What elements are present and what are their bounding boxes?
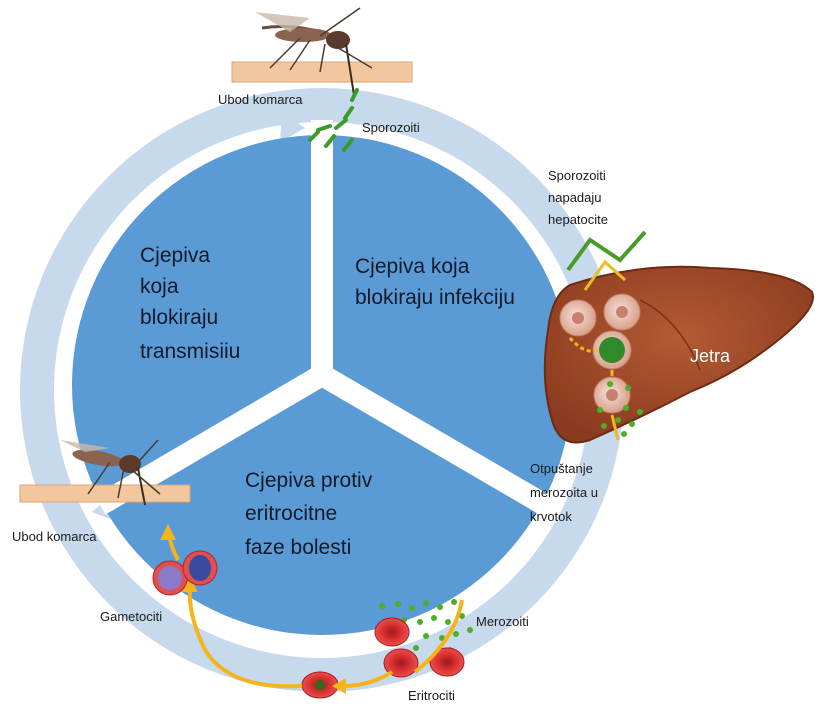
- sector-erythrocytic-line-3: faze bolesti: [245, 536, 351, 559]
- invade-line-1: Sporozoiti: [548, 168, 606, 183]
- erythrocytes-label: Eritrociti: [408, 688, 455, 703]
- sector-infection-line-1: Cjepiva koja: [355, 255, 470, 278]
- invade-label: Sporozoiti napadaju hepatocite: [548, 168, 609, 227]
- sector-transmission-line-3: blokiraju: [140, 306, 218, 329]
- bite-top-label: Ubod komarca: [218, 92, 303, 107]
- mosquito-icon: [232, 8, 412, 95]
- bite-bottom-label: Ubod komarca: [12, 529, 97, 544]
- sector-transmission-line-4: transmisiiu: [140, 340, 240, 363]
- merozoites-label: Merozoiti: [476, 614, 529, 629]
- sector-erythrocytic-line-1: Cjepiva protiv: [245, 469, 373, 492]
- sector-erythrocytic-line-2: eritrocitne: [245, 502, 337, 525]
- invade-line-2: napadaju: [548, 190, 602, 205]
- sector-transmission-line-1: Cjepiva: [140, 244, 210, 267]
- release-line-2: merozoita u: [530, 485, 598, 500]
- release-line-3: krvotok: [530, 509, 572, 524]
- gametocytes-label: Gametociti: [100, 609, 162, 624]
- release-line-1: Otpuštanje: [530, 461, 593, 476]
- skin-strip-bottom: [20, 485, 190, 502]
- sector-infection-line-2: blokiraju infekciju: [355, 286, 515, 309]
- liver-label: Jetra: [690, 346, 731, 366]
- invade-line-3: hepatocite: [548, 212, 608, 227]
- sector-transmission-line-2: koja: [140, 275, 179, 298]
- liver-icon: [545, 267, 813, 443]
- sporozoites-label: Sporozoiti: [362, 120, 420, 135]
